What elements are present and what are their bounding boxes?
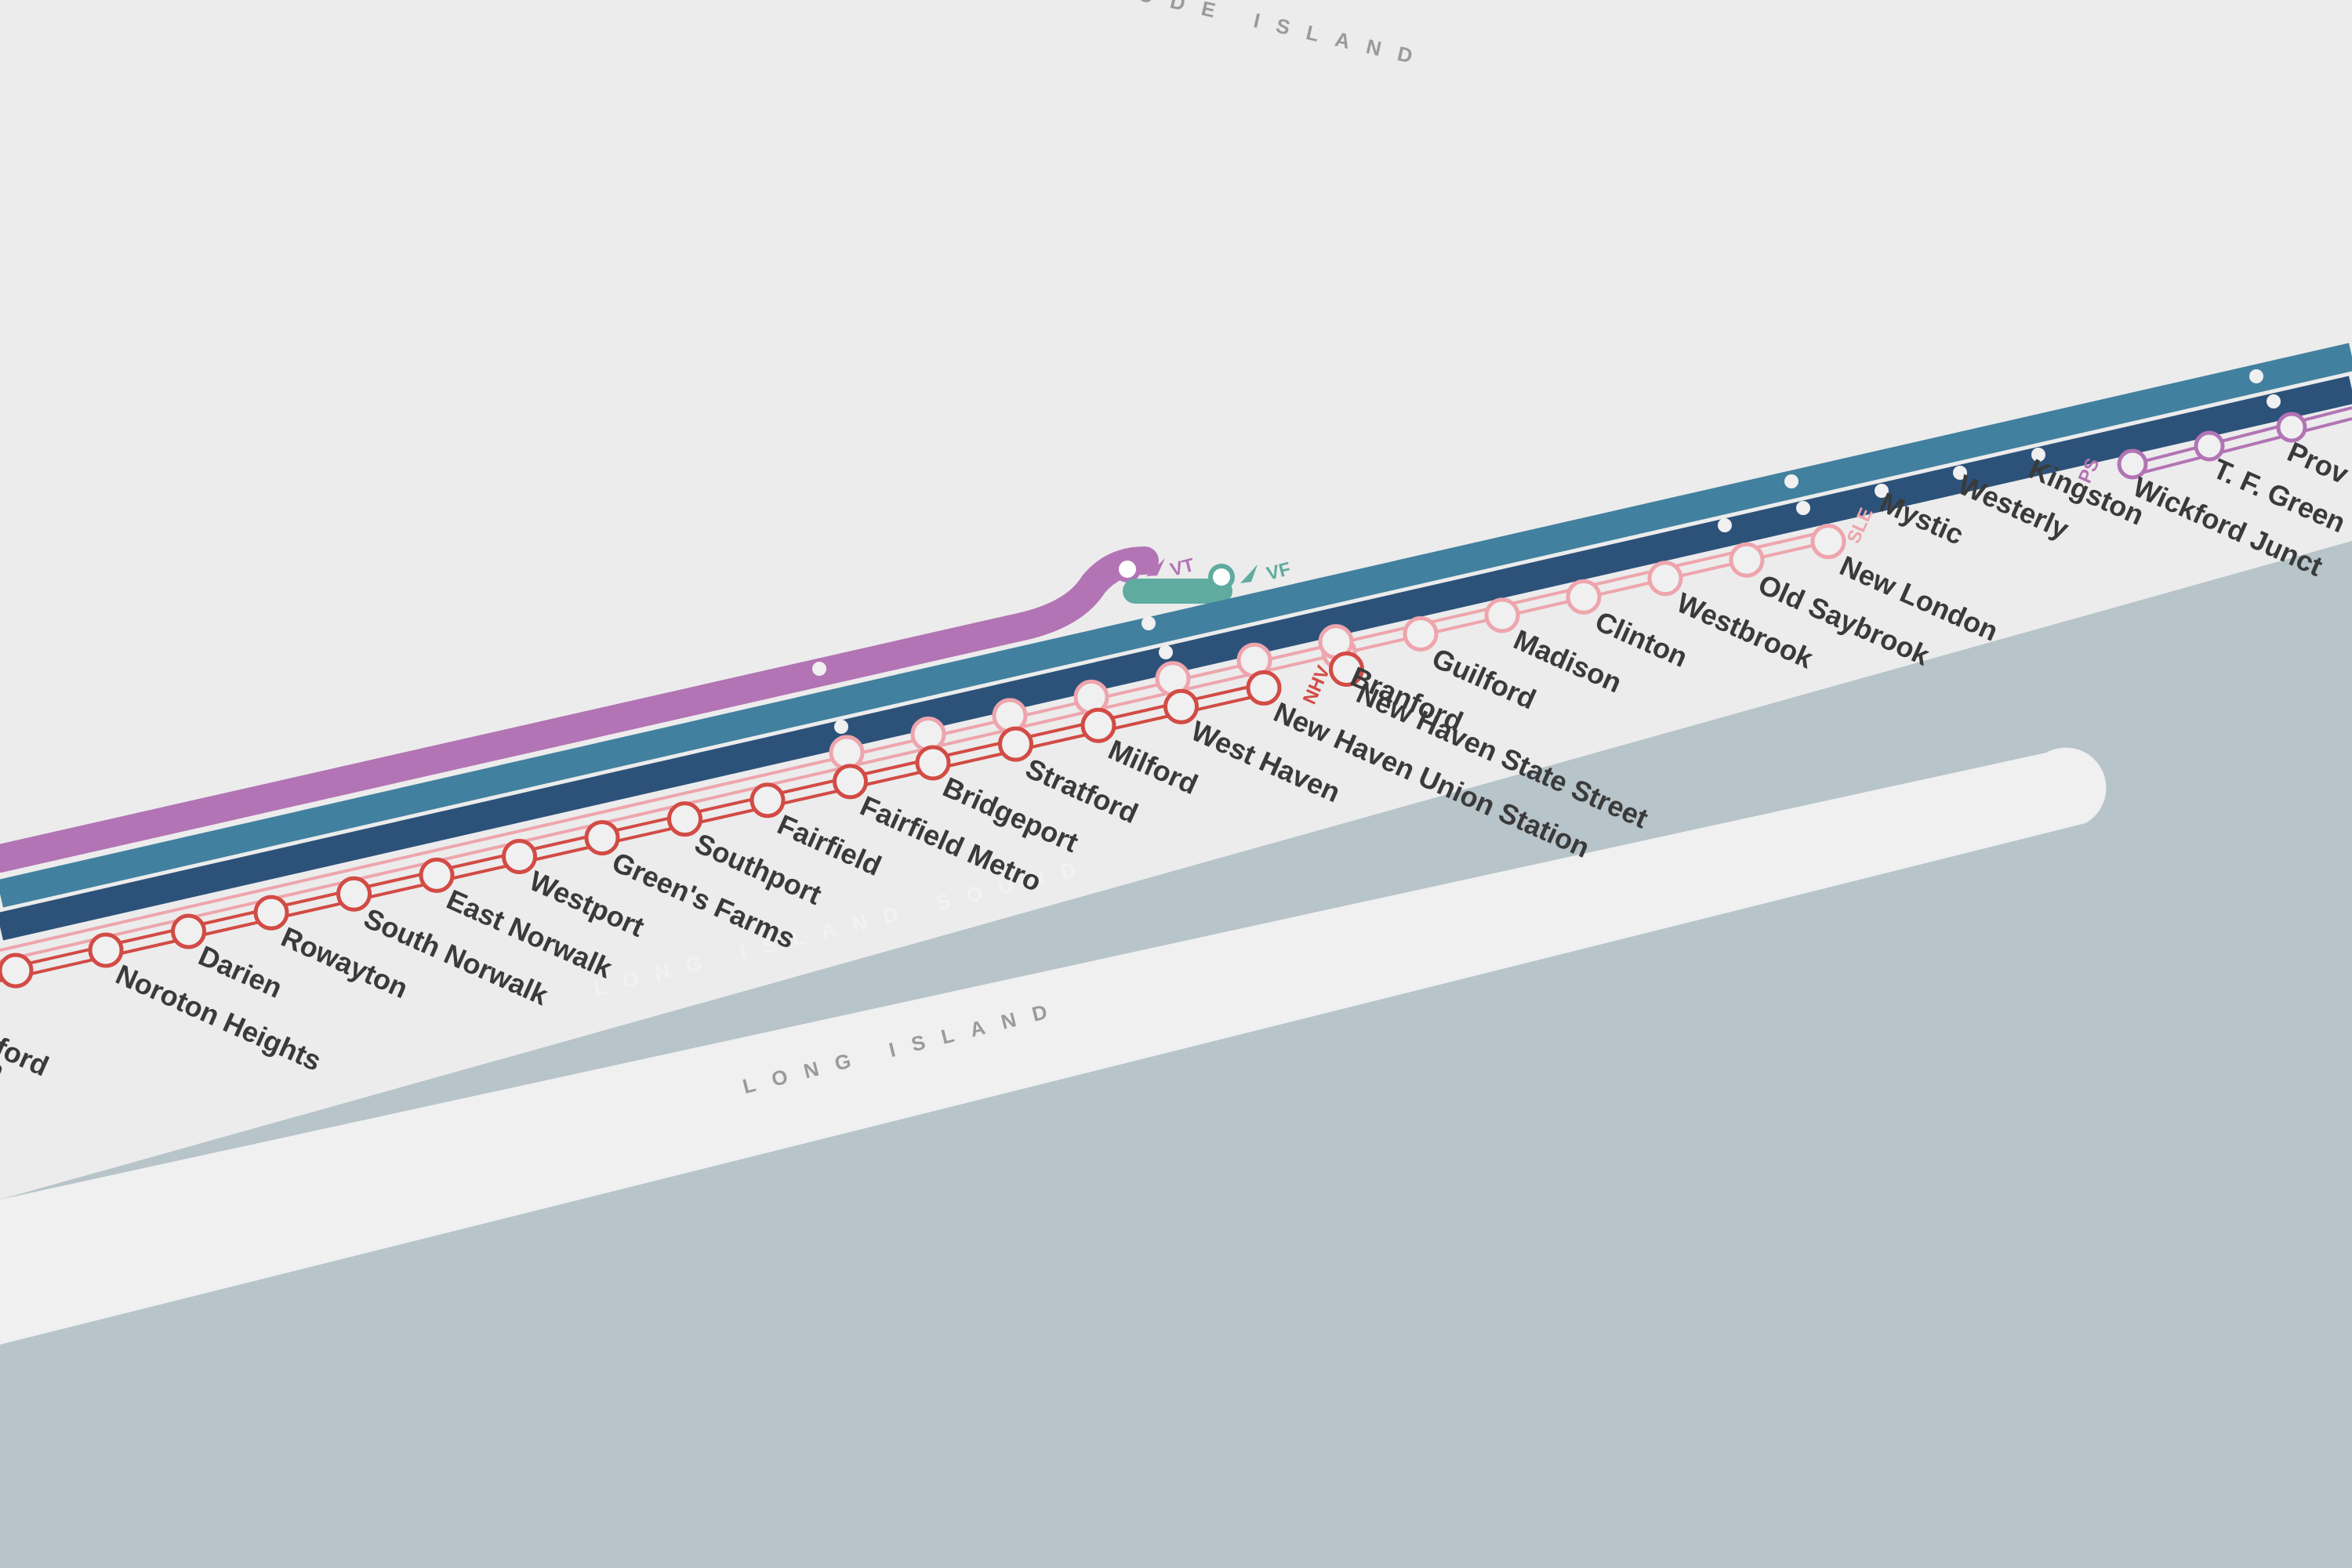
station-marker[interactable]	[750, 782, 786, 818]
acela-line	[0, 343, 2352, 908]
station-marker[interactable]	[253, 895, 289, 931]
station-dot	[812, 662, 826, 676]
station-marker[interactable]	[998, 726, 1033, 762]
nhv-stations	[0, 652, 1364, 989]
station-marker[interactable]	[0, 953, 34, 989]
station-marker[interactable]	[88, 932, 124, 968]
station-marker[interactable]	[1329, 652, 1364, 688]
new-haven-line	[0, 681, 1271, 971]
station-dot	[2031, 448, 2045, 462]
station-marker[interactable]	[584, 820, 620, 856]
station-marker[interactable]	[915, 745, 951, 781]
station-marker[interactable]	[1729, 542, 1765, 578]
station-marker[interactable]	[171, 913, 206, 949]
vt-badge: VT	[1114, 554, 1197, 583]
station-marker[interactable]	[419, 857, 455, 893]
nhv-badge: NHV	[1299, 662, 1334, 707]
station-dot	[1718, 518, 1732, 532]
sle-stations	[829, 524, 1846, 771]
station-label-partial-a: tford	[0, 1027, 53, 1083]
region-label-rhode-island: ODE ISLAND	[1136, 0, 1432, 71]
station-marker[interactable]	[1484, 597, 1520, 633]
station-dot	[834, 720, 848, 734]
station-dot	[1159, 645, 1173, 659]
station-marker[interactable]	[910, 716, 946, 752]
new-haven-line	[0, 691, 1271, 982]
station-marker[interactable]	[1810, 524, 1846, 560]
station-dot	[1142, 616, 1156, 630]
station-label-partial-b: ch	[0, 1044, 9, 1087]
station-marker[interactable]	[833, 764, 868, 800]
station-dot	[1784, 474, 1798, 488]
ps-line	[2132, 406, 2352, 466]
svg-text:VF: VF	[1265, 558, 1293, 585]
station-marker[interactable]	[1403, 615, 1439, 652]
vf-badge: VF	[1208, 558, 1293, 590]
long-island-sound-water	[0, 541, 2352, 1568]
station-dot	[1796, 501, 1810, 515]
station-marker[interactable]	[336, 876, 372, 912]
ps-stations	[2117, 412, 2307, 480]
vf-connector	[1123, 579, 1232, 604]
station-marker[interactable]	[502, 838, 537, 874]
station-marker[interactable]	[667, 801, 702, 837]
ps-line	[2132, 417, 2352, 477]
station-marker[interactable]	[1246, 670, 1282, 706]
station-marker[interactable]	[1080, 707, 1116, 743]
station-label[interactable]: Prov	[2283, 435, 2352, 490]
station-dot	[1875, 484, 1889, 498]
station-marker[interactable]	[1163, 688, 1199, 724]
svg-text:VT: VT	[1168, 554, 1197, 581]
station-dot	[2249, 369, 2263, 383]
shore-line-east	[0, 532, 1820, 952]
station-marker[interactable]	[1566, 579, 1602, 615]
station-dot	[2267, 394, 2281, 408]
station-marker[interactable]	[992, 698, 1028, 734]
station-dot	[1953, 466, 1967, 480]
station-marker[interactable]	[1647, 561, 1683, 597]
long-island-landmass	[0, 747, 2107, 1345]
station-marker[interactable]	[829, 735, 865, 771]
